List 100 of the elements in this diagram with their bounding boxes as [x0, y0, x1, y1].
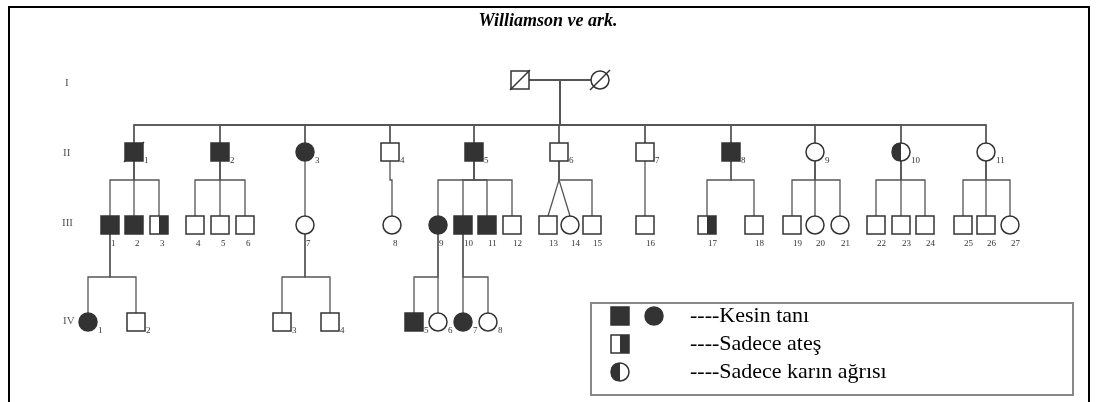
individual-number: 12: [513, 238, 522, 248]
individual-number: 9: [439, 238, 444, 248]
male-square-symbol: [697, 215, 717, 235]
male-square-symbol: [464, 142, 484, 162]
individual-number: 6: [246, 238, 251, 248]
individual-number: 9: [825, 155, 830, 165]
male-square-symbol: [185, 215, 205, 235]
pedigree-line: [389, 160, 393, 217]
pedigree-line: [109, 233, 137, 314]
individual-number: 7: [306, 238, 311, 248]
individual-number: 17: [708, 238, 717, 248]
female-circle-symbol: [976, 142, 996, 162]
male-square-symbol: [721, 142, 741, 162]
individual-number: 11: [488, 238, 497, 248]
male-square-symbol: [124, 215, 144, 235]
individual-number: 6: [569, 155, 574, 165]
male-square-symbol: [891, 215, 911, 235]
individual-number: 5: [484, 155, 489, 165]
individual-number: 6: [448, 325, 453, 335]
female-circle-symbol: [590, 70, 610, 90]
male-square-symbol: [538, 215, 558, 235]
male-square-symbol: [380, 142, 400, 162]
individual-number: 7: [473, 325, 478, 335]
individual-number: 14: [571, 238, 580, 248]
male-square-symbol: [510, 70, 530, 90]
individual-number: 3: [315, 155, 320, 165]
individual-number: 25: [964, 238, 973, 248]
female-circle-symbol: [830, 215, 850, 235]
individual-number: 8: [498, 325, 503, 335]
male-square-symbol: [582, 215, 602, 235]
individual-number: 4: [196, 238, 201, 248]
individual-number: 8: [741, 155, 746, 165]
male-square-symbol: [477, 215, 497, 235]
female-circle-symbol: [295, 215, 315, 235]
individual-number: 7: [655, 155, 660, 165]
individual-number: 13: [549, 238, 558, 248]
female-circle-symbol: [382, 215, 402, 235]
individual-number: 26: [987, 238, 996, 248]
male-square-symbol: [953, 215, 973, 235]
male-square-symbol: [210, 215, 230, 235]
female-circle-symbol: [78, 312, 98, 332]
individual-number: 11: [996, 155, 1005, 165]
generation-label: III: [62, 216, 73, 228]
male-square-symbol: [976, 215, 996, 235]
male-square-symbol: [126, 312, 146, 332]
individual-number: 3: [292, 325, 297, 335]
diagram-title: Williamson ve ark.: [477, 10, 619, 31]
female-circle-symbol: [560, 215, 580, 235]
male-square-symbol: [635, 215, 655, 235]
male-square-symbol: [320, 312, 340, 332]
male-square-symbol: [744, 215, 764, 235]
male-square-symbol: [124, 142, 144, 162]
legend-text: ----Kesin tanı: [690, 302, 810, 328]
female-circle-symbol: [805, 142, 825, 162]
female-circle-symbol: [295, 142, 315, 162]
individual-number: 1: [98, 325, 103, 335]
male-square-symbol: [404, 312, 424, 332]
male-square-symbol: [210, 142, 230, 162]
female-circle-symbol: [428, 215, 448, 235]
legend-text: ----Sadece ateş: [690, 330, 822, 356]
male-square-symbol: [453, 215, 473, 235]
female-circle-symbol: [1000, 215, 1020, 235]
pedigree-line: [473, 160, 513, 217]
generation-label: IV: [63, 314, 75, 326]
male-square-symbol: [866, 215, 886, 235]
male-square-symbol: [100, 215, 120, 235]
individual-number: 1: [111, 238, 116, 248]
legend-text: ----Sadece karın ağrısı: [690, 358, 887, 384]
pedigree-line: [730, 160, 755, 217]
pedigree-line: [304, 233, 331, 314]
individual-number: 27: [1011, 238, 1020, 248]
pedigree-line: [304, 160, 306, 217]
male-square-symbol: [635, 142, 655, 162]
pedigree-line: [219, 160, 246, 217]
individual-number: 1: [144, 155, 149, 165]
male-square-symbol: [502, 215, 522, 235]
female-circle-symbol: [478, 312, 498, 332]
female-circle-symbol: [891, 142, 911, 162]
individual-number: 4: [400, 155, 405, 165]
individual-number: 2: [230, 155, 235, 165]
individual-number: 4: [340, 325, 345, 335]
individual-number: 24: [926, 238, 935, 248]
female-circle-symbol: [453, 312, 473, 332]
male-square-symbol: [915, 215, 935, 235]
individual-number: 19: [793, 238, 802, 248]
male-square-symbol: [782, 215, 802, 235]
individual-number: 15: [593, 238, 602, 248]
individual-number: 16: [646, 238, 655, 248]
individual-number: 20: [816, 238, 825, 248]
pedigree-line: [644, 160, 646, 217]
pedigree-line: [133, 160, 160, 217]
individual-number: 10: [464, 238, 473, 248]
individual-number: 2: [135, 238, 140, 248]
individual-number: 5: [221, 238, 226, 248]
pedigree-line: [462, 233, 489, 314]
individual-number: 3: [160, 238, 165, 248]
individual-number: 5: [424, 325, 429, 335]
pedigree-line: [985, 160, 1011, 217]
individual-number: 23: [902, 238, 911, 248]
individual-number: 10: [911, 155, 920, 165]
